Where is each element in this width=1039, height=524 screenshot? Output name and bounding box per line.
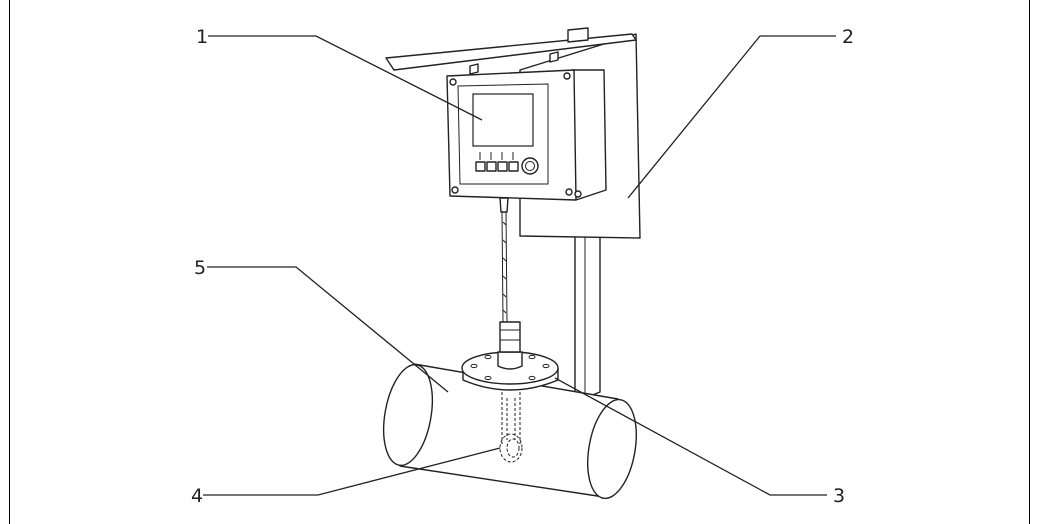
diagram-frame bbox=[9, 0, 1030, 524]
callout-labels: 1 2 3 4 5 bbox=[191, 26, 854, 507]
callout-leaders bbox=[203, 35, 836, 496]
navigator-knob bbox=[521, 157, 539, 175]
weather-protection-cover bbox=[385, 27, 637, 75]
transmitter-housing bbox=[446, 69, 607, 213]
callout-3: 3 bbox=[833, 485, 845, 507]
sensor-head bbox=[497, 321, 523, 370]
callout-4: 4 bbox=[191, 485, 203, 507]
pipe bbox=[382, 363, 637, 500]
callout-5: 5 bbox=[194, 257, 206, 279]
soft-keys bbox=[475, 152, 519, 172]
mounting-post bbox=[574, 235, 601, 403]
immersed-sensor bbox=[499, 392, 523, 463]
callout-2: 2 bbox=[842, 26, 854, 48]
display-screen bbox=[472, 93, 534, 147]
callout-1: 1 bbox=[196, 26, 208, 48]
sensor-cable bbox=[501, 211, 508, 323]
